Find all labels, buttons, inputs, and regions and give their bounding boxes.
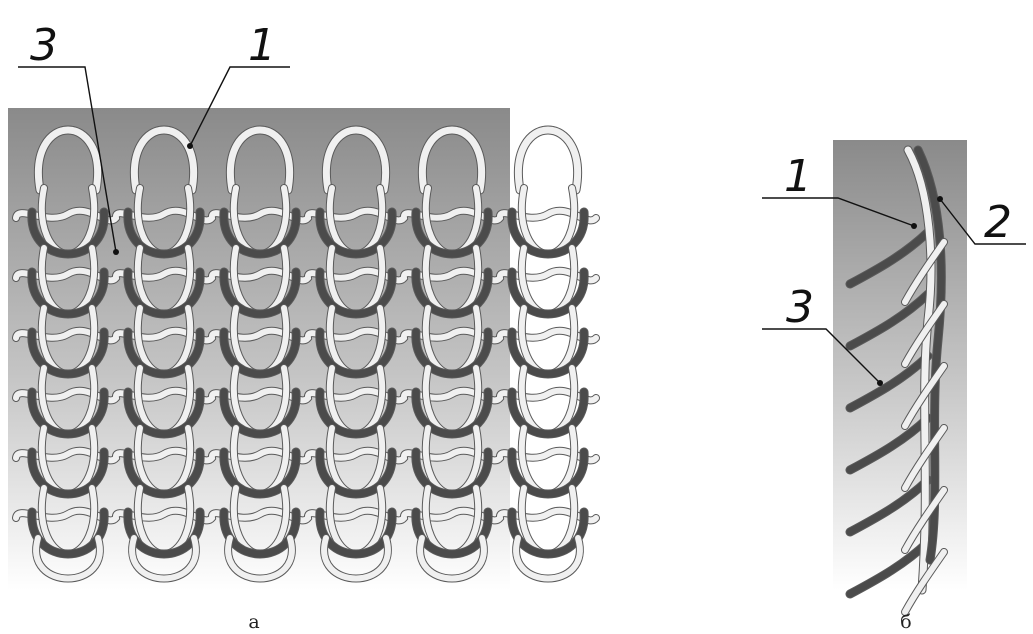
loop-dark: [124, 268, 204, 318]
loop-dark: [412, 508, 492, 558]
loop-dark: [508, 208, 588, 258]
top-loop: [226, 126, 294, 194]
loop-dark: [508, 268, 588, 318]
loop-dark: [124, 328, 204, 378]
course-yarn: [13, 267, 599, 284]
panel-b-knit-structure: [845, 145, 948, 616]
side-loop-light: [902, 487, 947, 553]
panel-a-caption: а: [248, 611, 259, 633]
course-yarn: [13, 507, 599, 524]
loop-dark: [316, 268, 396, 318]
bottom-loop: [33, 535, 103, 582]
loop-dark: [124, 448, 204, 498]
course-yarn: [13, 447, 599, 464]
leader-dot: [877, 380, 883, 386]
course-yarn: [13, 387, 599, 404]
leader-line: [939, 198, 1026, 245]
loop-dark: [412, 328, 492, 378]
callout-label-3: 3: [30, 20, 58, 71]
loop-dark: [412, 448, 492, 498]
leader-line: [189, 66, 290, 147]
loop-dark: [220, 388, 300, 438]
leader-dot: [937, 196, 943, 202]
loop-dark: [28, 328, 108, 378]
bottom-loop: [417, 535, 487, 582]
panel-b-callout-1: 1: [762, 151, 917, 229]
loop-dark: [28, 268, 108, 318]
panel-a-callout-1: 1: [187, 20, 290, 149]
loop-dark: [412, 268, 492, 318]
loop-dark: [124, 508, 204, 558]
loop-dark: [220, 508, 300, 558]
top-loop: [34, 126, 102, 194]
bottom-loop: [129, 535, 199, 582]
side-loop-light: [902, 549, 947, 615]
bottom-loop: [225, 535, 295, 582]
bottom-loop: [513, 535, 583, 582]
loop-dark: [508, 448, 588, 498]
loop-dark: [28, 388, 108, 438]
top-loop: [418, 126, 486, 194]
side-loop-dark: [846, 228, 932, 288]
panel-a-callout-3: 3: [18, 20, 119, 255]
top-loop: [130, 126, 198, 194]
panel-b-caption: б: [900, 611, 911, 633]
side-loop-light: [902, 301, 947, 367]
course-yarn: [13, 327, 599, 344]
loop-dark: [316, 208, 396, 258]
loop-dark: [316, 328, 396, 378]
panel-b-callout-2: 2: [937, 196, 1026, 248]
loop-dark: [508, 388, 588, 438]
loop-dark: [508, 328, 588, 378]
leader-dot: [187, 143, 193, 149]
callout-label-3: 3: [786, 282, 814, 333]
loop-dark: [316, 388, 396, 438]
leader-line: [18, 66, 117, 253]
side-loop-light: [902, 363, 947, 429]
leader-dot: [911, 223, 917, 229]
leader-line: [762, 328, 881, 384]
loop-dark: [28, 448, 108, 498]
panel-a-knit-structure: [12, 125, 600, 583]
callout-label-2: 2: [984, 197, 1012, 248]
bottom-loop: [321, 535, 391, 582]
top-loop: [514, 126, 582, 194]
panel-b: 1 2 3 б: [762, 140, 1026, 633]
loop-dark: [220, 208, 300, 258]
loop-dark: [220, 448, 300, 498]
loop-dark: [28, 208, 108, 258]
loop-dark: [508, 508, 588, 558]
side-loop-light: [902, 239, 947, 305]
loop-dark: [220, 328, 300, 378]
loop-dark: [412, 388, 492, 438]
leader-dot: [113, 249, 119, 255]
side-loop-dark: [846, 290, 932, 350]
callout-label-1: 1: [248, 20, 276, 71]
loop-dark: [124, 388, 204, 438]
loop-dark: [316, 508, 396, 558]
side-loop-light: [902, 425, 947, 491]
panel-b-callout-3: 3: [762, 282, 883, 386]
loop-dark: [124, 208, 204, 258]
top-loop: [322, 126, 390, 194]
leader-line: [762, 197, 915, 227]
panel-a: 3 1 а: [8, 20, 600, 633]
loop-dark: [316, 448, 396, 498]
loop-dark: [220, 268, 300, 318]
loop-dark: [28, 508, 108, 558]
loop-dark: [412, 208, 492, 258]
callout-label-1: 1: [784, 151, 812, 202]
course-yarn: [13, 207, 599, 224]
